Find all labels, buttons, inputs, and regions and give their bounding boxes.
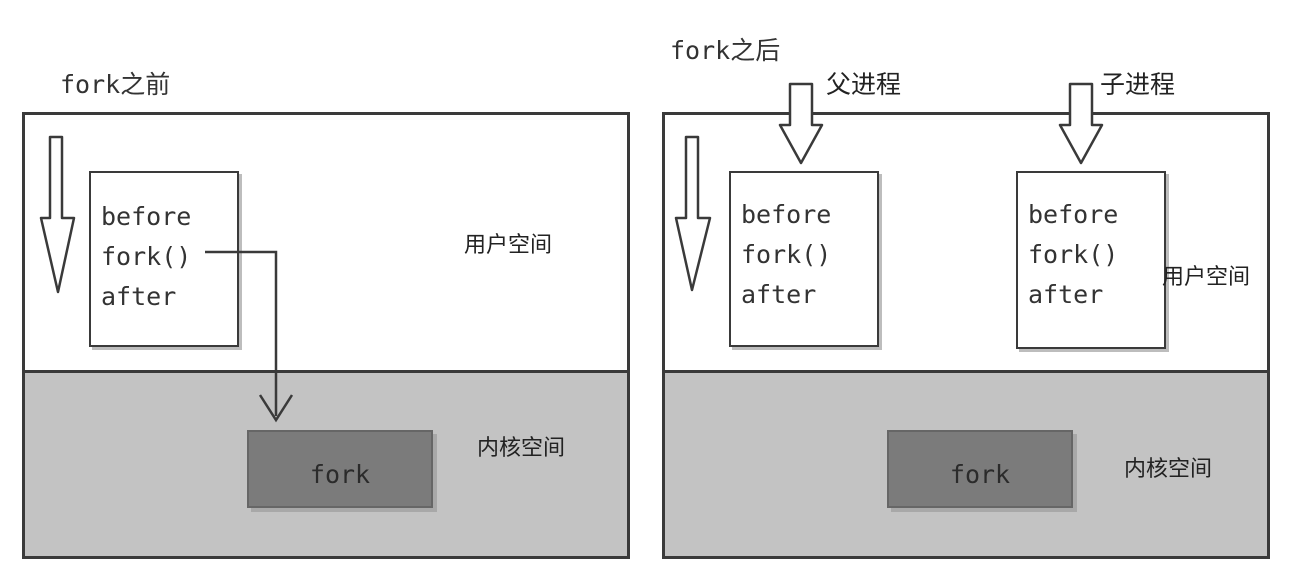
right-kernel-space-label: 内核空间 (1124, 457, 1213, 482)
child-code-line-before: before (1028, 200, 1119, 229)
left-kernel-space-label: 内核空间 (477, 436, 566, 461)
parent-process-label: 父进程 (826, 70, 902, 99)
parent-code-line-before: before (741, 200, 832, 229)
code-line-after: after (101, 282, 177, 311)
left-panel-title: fork之前 (60, 70, 171, 99)
left-code-box: before fork() after (89, 171, 239, 347)
right-panel-title: fork之后 (670, 36, 781, 65)
left-user-space-label: 用户空间 (464, 233, 553, 258)
code-line-before: before (101, 202, 192, 231)
parent-code-line-after: after (741, 280, 817, 309)
child-code-line-fork-call: fork() (1028, 240, 1119, 269)
left-panel: before fork() after 用户空间 fork 内核空间 (22, 112, 630, 559)
child-code-line-after: after (1028, 280, 1104, 309)
right-kernel-fork-box: fork (887, 430, 1073, 508)
right-kernel-fork-label: fork (949, 460, 1011, 489)
left-kernel-fork-label: fork (309, 460, 371, 489)
parent-code-box: before fork() after (729, 171, 879, 347)
code-line-fork-call: fork() (101, 242, 192, 271)
left-kernel-fork-box: fork (247, 430, 433, 508)
child-code-box: before fork() after (1016, 171, 1166, 349)
right-user-space-label: 用户空间 (1162, 265, 1251, 290)
right-panel: before fork() after before fork() after … (662, 112, 1270, 559)
child-process-label: 子进程 (1100, 70, 1176, 99)
parent-code-line-fork-call: fork() (741, 240, 832, 269)
